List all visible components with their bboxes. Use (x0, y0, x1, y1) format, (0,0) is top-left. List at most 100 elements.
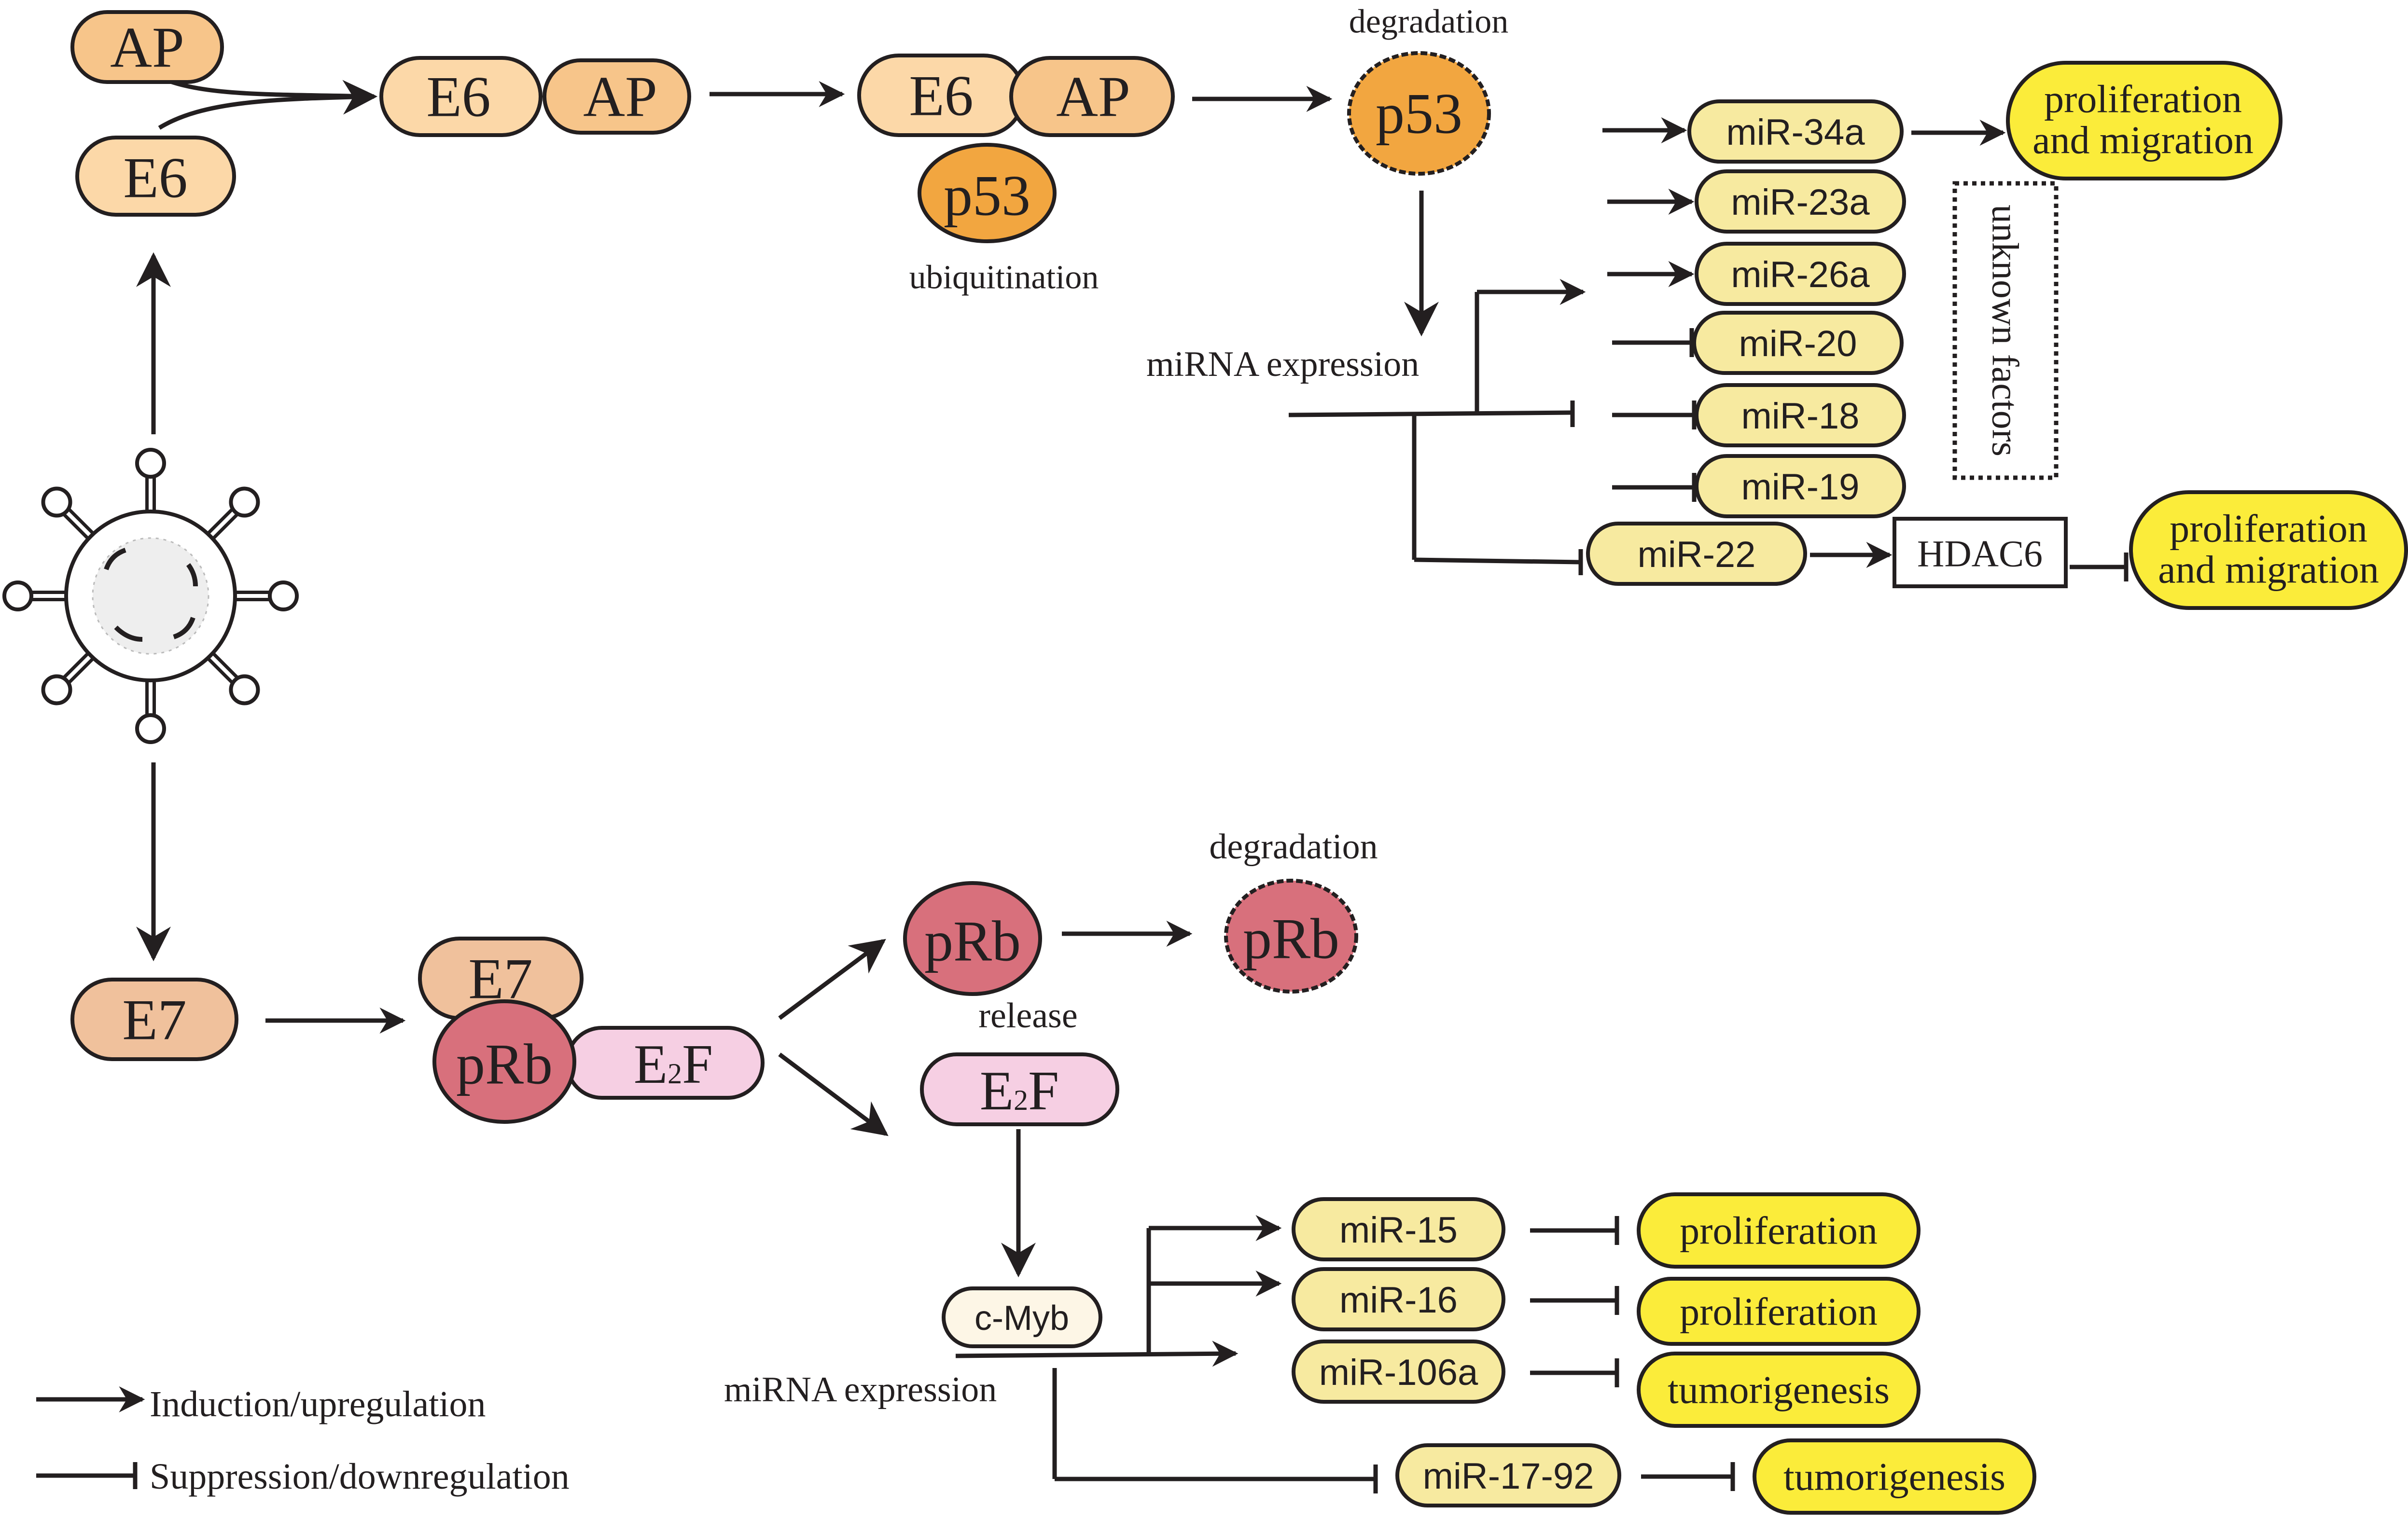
node-e6-complex (379, 56, 543, 137)
virus-spike-knob (268, 580, 299, 611)
virus-icon (2, 448, 299, 744)
node-e6-complex-label: E6 (426, 65, 490, 129)
mirna-top-4 (1695, 383, 1906, 447)
outcome-mir106a (1637, 1352, 1921, 1428)
node-prb-degraded-label: pRb (1243, 907, 1339, 971)
outcome-hdac6-line1: proliferation (2170, 507, 2367, 551)
label-degradation-bottom: degradation (1209, 827, 1378, 867)
node-ap-ubq (1009, 56, 1175, 137)
outcome-mir34a (2006, 61, 2283, 180)
curve-e6-to-complex (158, 80, 378, 130)
node-prb-complex-label: pRb (456, 1032, 553, 1096)
virus-spike-knob (2, 580, 33, 611)
outcome-hdac6 (2129, 490, 2408, 610)
virus-core-mark (186, 563, 198, 587)
mirna-top-3 (1692, 311, 1904, 375)
virus-spike-inner (207, 652, 237, 683)
node-cmyb-label: c-Myb (974, 1299, 1069, 1338)
mirna-top-4-label: miR-18 (1741, 396, 1860, 437)
node-p53-ubq (918, 143, 1057, 243)
node-prb-free (903, 881, 1042, 996)
virus-spike-inner (64, 509, 94, 539)
virus-spike-inner (207, 509, 237, 539)
mirna-top-6-label: miR-22 (1638, 534, 1756, 575)
virus-spike-knob (41, 486, 72, 518)
arrow-complex-to-prb (778, 939, 886, 1020)
outcome-hdac6-line2: and migration (2158, 548, 2379, 592)
virus-core-mark (114, 625, 143, 642)
label-release: release (978, 996, 1077, 1036)
label-mirna-expression-top: miRNA expression (1146, 345, 1419, 384)
node-e6-ubq-label: E6 (909, 64, 973, 128)
node-prb-degraded (1224, 879, 1358, 994)
mirna-bottom-1-label: miR-16 (1339, 1280, 1458, 1321)
mirna-top-trunk (1288, 410, 1574, 417)
node-e2f-released (920, 1052, 1119, 1126)
legend-suppression-label: Suppression/downregulation (150, 1456, 570, 1497)
mirna-top-5-label: miR-19 (1741, 467, 1860, 508)
mirna-bottom-0 (1292, 1197, 1505, 1261)
mirna-top-3-label: miR-20 (1739, 323, 1857, 364)
node-e2f-released-label: E2F (980, 1060, 1059, 1121)
outcome-mir16 (1637, 1277, 1921, 1346)
line-to-mir22 (1414, 557, 1581, 565)
node-e2f-complex-label: E2F (634, 1034, 713, 1095)
mirna-top-0 (1687, 99, 1904, 164)
mirna-top-1 (1695, 169, 1906, 234)
mirna-bottom-2 (1292, 1340, 1505, 1404)
label-mirna-expression-bottom: miRNA expression (724, 1370, 997, 1409)
connector-lines (36, 75, 2129, 1493)
outcome-mir106a-label: tumorigenesis (1668, 1368, 1890, 1412)
node-ap-ubq-label: AP (1056, 65, 1130, 129)
mirna-top-1-label: miR-23a (1731, 182, 1870, 223)
outcome-mir15 (1637, 1192, 1921, 1269)
arrow-to-mir106a (955, 1340, 1239, 1367)
node-ap-complex (543, 58, 691, 135)
node-p53-degraded-label: p53 (1376, 82, 1462, 146)
node-p53-degraded (1347, 51, 1491, 176)
outcome-mir1792 (1753, 1438, 2036, 1515)
node-p53-ubq-label: p53 (944, 164, 1030, 228)
outcome-mir34a-line2: and migration (2032, 118, 2254, 162)
virus-spike-knob (135, 713, 166, 744)
mirna-bottom-1 (1292, 1267, 1505, 1331)
outcome-mir1792-label: tumorigenesis (1783, 1455, 2005, 1499)
node-ap-top (70, 10, 224, 84)
arrow-complex-to-e2f (778, 1052, 889, 1136)
virus-core (92, 537, 209, 655)
outcome-mir16-label: proliferation (1680, 1290, 1878, 1334)
virus-core-mark (104, 548, 126, 570)
node-ap-complex-label: AP (583, 65, 657, 129)
mirna-top-6 (1586, 522, 1807, 586)
virus-spike-knob (41, 674, 72, 705)
label-ubiquitination: ubiquitination (909, 259, 1099, 296)
mirna-bottom-3-label: miR-17-92 (1423, 1456, 1594, 1497)
mirna-bottom-3 (1395, 1443, 1621, 1507)
mirna-top-0-label: miR-34a (1726, 112, 1865, 153)
node-ap-top-label: AP (110, 15, 184, 80)
node-cmyb (942, 1286, 1102, 1348)
node-e6-top (75, 136, 236, 217)
mirna-top-2 (1695, 242, 1906, 306)
node-hdac6 (1893, 517, 2068, 588)
mirna-bottom-0-label: miR-15 (1339, 1210, 1458, 1251)
mirna-top-2-label: miR-26a (1731, 254, 1870, 295)
legend: Induction/upregulation Suppression/downr… (150, 1384, 570, 1497)
outcome-mir15-label: proliferation (1680, 1209, 1878, 1253)
virus-spike-knob (229, 674, 260, 705)
virus-spike-inner (64, 652, 94, 683)
node-e7-single (70, 978, 238, 1061)
virus-core-mark (173, 617, 195, 639)
outcome-mir34a-line1: proliferation (2044, 77, 2242, 121)
label-unknown-factors: unknown factors (1985, 205, 2027, 456)
node-e7-single-label: E7 (122, 988, 186, 1052)
unknown-factors-box (1952, 181, 2059, 480)
label-degradation-top: degradation (1349, 3, 1508, 41)
legend-induction-label: Induction/upregulation (150, 1384, 486, 1424)
virus-spike-knob (135, 448, 166, 479)
mirna-bottom-2-label: miR-106a (1319, 1352, 1478, 1393)
node-e6-top-label: E6 (123, 146, 187, 210)
node-hdac6-label: HDAC6 (1917, 533, 2043, 575)
mirna-top-5 (1695, 454, 1906, 518)
